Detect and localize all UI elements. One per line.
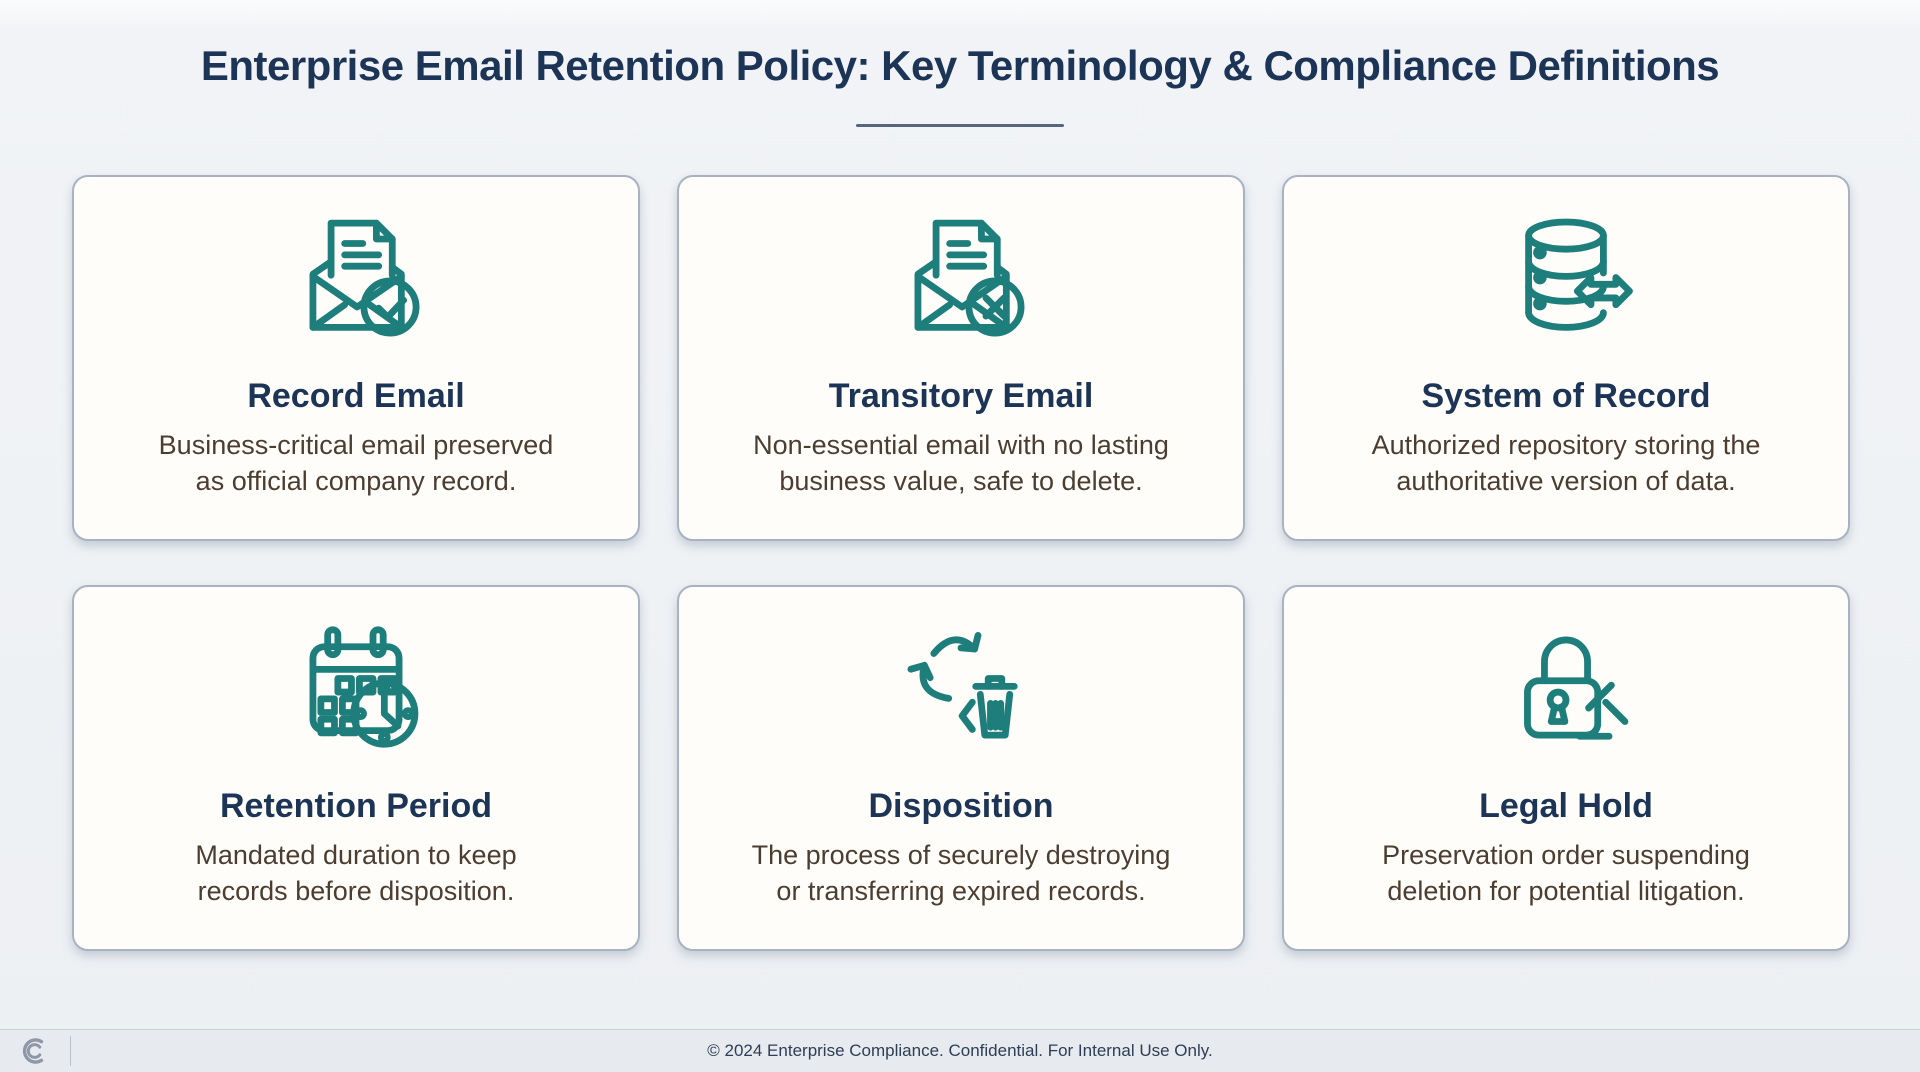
mail-delete-icon (893, 205, 1029, 341)
card-title: System of Record (1421, 377, 1711, 416)
description-line: as official company record. (195, 466, 517, 497)
card-legal-hold: Legal Hold Preservation order suspending… (1282, 585, 1850, 952)
card-description: Authorized repository storing the author… (1284, 428, 1848, 499)
footer: © 2024 Enterprise Compliance. Confidenti… (0, 1029, 1920, 1072)
card-description: Preservation order suspending deletion f… (1284, 838, 1848, 909)
card-description: Non-essential email with no lasting busi… (679, 428, 1243, 499)
description-line: The process of securely destroying (751, 840, 1171, 871)
title-underline (856, 124, 1064, 128)
card-disposition: Disposition The process of securely dest… (677, 585, 1245, 952)
card-transitory-email: Transitory Email Non-essential email wit… (677, 175, 1245, 542)
recycle-bin-icon (893, 615, 1029, 751)
footer-text: © 2024 Enterprise Compliance. Confidenti… (707, 1041, 1213, 1060)
card-retention-period: Retention Period Mandated duration to ke… (72, 585, 640, 952)
calendar-clock-icon (288, 615, 424, 751)
description-line: Mandated duration to keep (195, 840, 517, 871)
database-sync-icon (1498, 205, 1634, 341)
card-title: Record Email (247, 377, 465, 416)
description-line: records before disposition. (197, 876, 515, 907)
definitions-grid: Record Email Business-critical email pre… (0, 175, 1920, 952)
description-line: Preservation order suspending (1382, 840, 1750, 871)
description-line: Business-critical email preserved (158, 430, 554, 461)
header: Enterprise Email Retention Policy: Key T… (0, 0, 1920, 128)
page-title: Enterprise Email Retention Policy: Key T… (200, 42, 1720, 89)
lock-gavel-icon (1498, 615, 1634, 751)
card-description: The process of securely destroying or tr… (679, 838, 1243, 909)
mail-check-icon (288, 205, 424, 341)
description-line: Non-essential email with no lasting (753, 430, 1169, 461)
description-line: or transferring expired records. (776, 876, 1146, 907)
card-record-email: Record Email Business-critical email pre… (72, 175, 640, 542)
description-line: business value, safe to delete. (779, 466, 1143, 497)
card-title: Retention Period (219, 787, 493, 826)
description-line: deletion for potential litigation. (1387, 876, 1745, 907)
card-system-of-record: System of Record Authorized repository s… (1282, 175, 1850, 542)
card-description: Mandated duration to keep records before… (74, 838, 638, 909)
footer-divider (70, 1036, 71, 1066)
card-title: Legal Hold (1479, 787, 1653, 826)
card-title: Disposition (868, 787, 1054, 826)
description-line: authoritative version of data. (1396, 466, 1736, 497)
card-title: Transitory Email (828, 377, 1094, 416)
company-logo-icon (16, 1034, 50, 1068)
card-description: Business-critical email preserved as off… (74, 428, 638, 499)
description-line: Authorized repository storing the (1371, 430, 1761, 461)
